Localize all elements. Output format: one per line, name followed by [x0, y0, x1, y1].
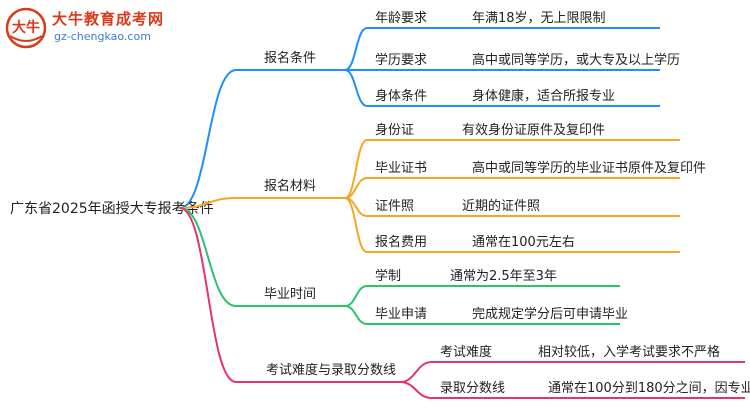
child-label: 证件照 — [375, 199, 414, 214]
root-label: 广东省2025年函授大专报考条件 — [10, 200, 214, 217]
child-label: 考试难度 — [440, 344, 492, 360]
branch-label: 报名条件 — [264, 50, 316, 66]
child-detail: 高中或同等学历的毕业证书原件及复印件 — [472, 160, 706, 176]
branch-connector — [179, 207, 237, 383]
child-connector — [344, 69, 368, 107]
child-detail: 高中或同等学历，或大专及以上学历 — [472, 52, 680, 68]
logo-mark-text: 大牛 — [12, 19, 40, 36]
branch-connector — [179, 207, 237, 307]
child-connector — [344, 139, 368, 199]
child-detail: 相对较低，入学考试要求不严格 — [538, 344, 720, 360]
child-label: 毕业申请 — [375, 307, 427, 322]
logo-url: gz-chengkao.com — [54, 30, 151, 43]
child-detail: 年满18岁，无上限限制 — [472, 11, 606, 26]
branch-label: 毕业时间 — [264, 287, 316, 302]
child-connector — [344, 305, 368, 325]
child-label: 录取分数线 — [440, 381, 505, 396]
child-label: 报名费用 — [375, 234, 427, 250]
child-detail: 通常在100元左右 — [472, 235, 575, 250]
child-connector — [344, 285, 368, 307]
child-detail: 近期的证件照 — [462, 198, 540, 214]
child-connector — [344, 197, 368, 253]
brand-logo: 大牛 大牛教育成考网 gz-chengkao.com — [4, 6, 194, 50]
logo-mark-icon: 大牛 — [5, 7, 47, 49]
child-detail: 完成规定学分后可申请毕业 — [472, 306, 628, 322]
branch-connector — [179, 69, 237, 209]
child-label: 毕业证书 — [375, 161, 427, 176]
child-detail: 通常为2.5年至3年 — [450, 269, 557, 284]
child-detail: 身体健康，适合所报专业 — [472, 88, 615, 104]
child-connector — [399, 381, 433, 399]
branch-label: 考试难度与录取分数线 — [266, 362, 396, 378]
child-label: 学制 — [375, 268, 401, 284]
child-detail: 有效身份证原件及复印件 — [462, 122, 605, 138]
child-label: 身份证 — [375, 122, 414, 138]
logo-title: 大牛教育成考网 — [52, 10, 165, 28]
child-detail: 通常在100分到180分之间，因专业而异 — [548, 381, 750, 396]
child-connector — [399, 361, 433, 383]
child-label: 年龄要求 — [375, 11, 427, 26]
branch-connector — [179, 197, 237, 209]
branch-label: 报名材料 — [264, 178, 316, 194]
child-label: 身体条件 — [375, 88, 427, 104]
child-label: 学历要求 — [375, 52, 427, 68]
child-connector — [344, 27, 368, 71]
